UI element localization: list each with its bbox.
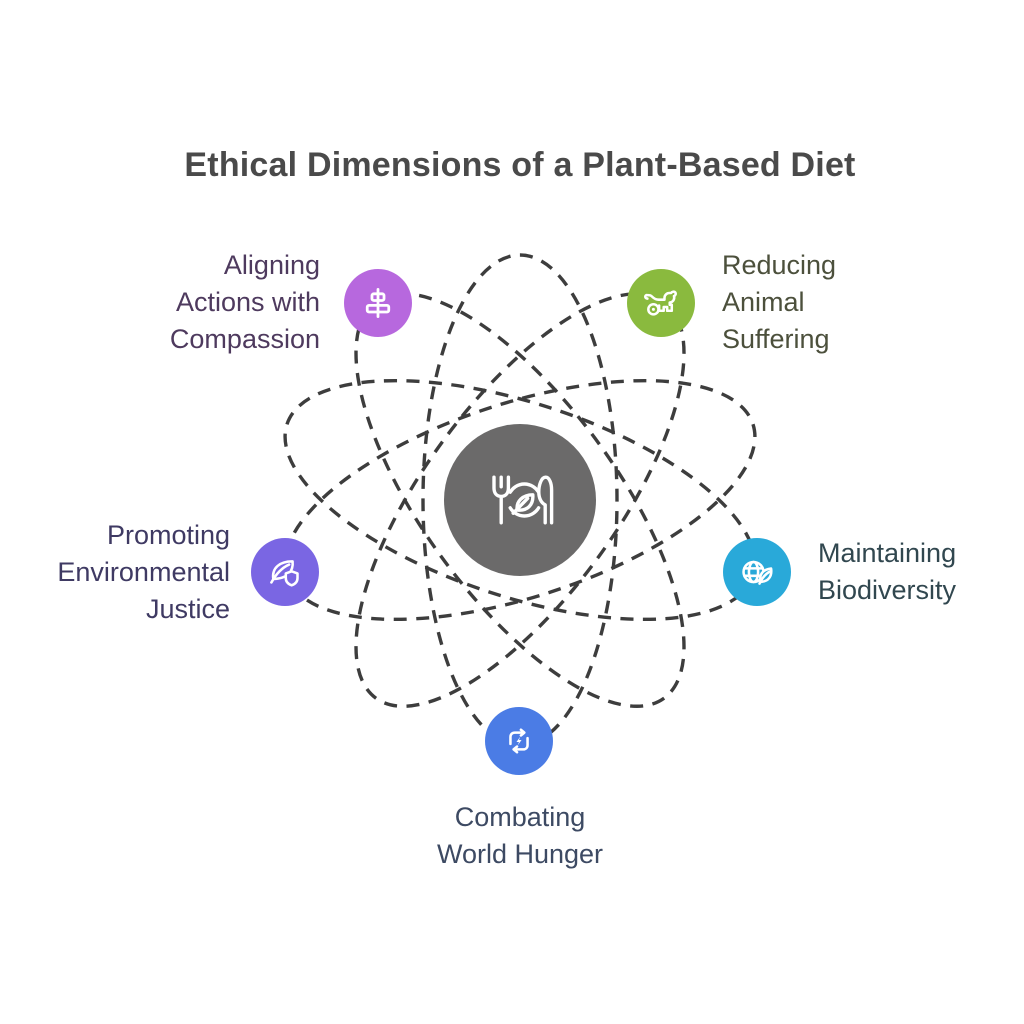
label-line: Environmental — [57, 557, 230, 587]
label-line: Animal — [722, 287, 805, 317]
plate-cutlery-leaf-icon — [492, 475, 554, 525]
label-maintaining-biodiversity: Maintaining Biodiversity — [818, 535, 956, 609]
label-aligning-actions-with-compassion: Aligning Actions with Compassion — [170, 247, 320, 358]
node-combating-world-hunger — [485, 707, 553, 775]
center-hub — [444, 424, 596, 576]
label-line: Justice — [145, 594, 230, 624]
globe-leaf-icon — [742, 560, 773, 585]
label-line: Compassion — [169, 324, 320, 354]
label-line: Reducing — [722, 250, 837, 280]
label-line: Promoting — [106, 520, 230, 550]
node-circle — [627, 269, 695, 337]
dog-icon — [644, 290, 677, 316]
label-line: World Hunger — [436, 839, 604, 869]
orbit-ellipse — [354, 292, 686, 708]
label-line: Biodiversity — [818, 575, 957, 605]
recycle-energy-icon — [509, 728, 529, 754]
page-title: Ethical Dimensions of a Plant-Based Diet — [184, 146, 856, 184]
label-line: Maintaining — [818, 538, 957, 568]
label-promoting-environmental-justice: Promoting Environmental Justice — [57, 517, 230, 628]
label-line: Suffering — [722, 324, 830, 354]
label-combating-world-hunger: Combating World Hunger — [320, 799, 720, 873]
label-reducing-animal-suffering: Reducing Animal Suffering — [722, 247, 836, 358]
label-line: Aligning — [223, 250, 320, 280]
orbit-ellipse — [354, 292, 686, 708]
label-line: Actions with — [175, 287, 320, 317]
align-center-icon — [365, 287, 391, 319]
node-circle — [251, 538, 319, 606]
node-reducing-animal-suffering — [627, 269, 695, 337]
leaf-shield-icon — [270, 560, 299, 587]
node-aligning-actions-with-compassion — [344, 269, 412, 337]
node-promoting-environmental-justice — [251, 538, 319, 606]
node-maintaining-biodiversity — [723, 538, 791, 606]
label-line: Combating — [454, 802, 586, 832]
